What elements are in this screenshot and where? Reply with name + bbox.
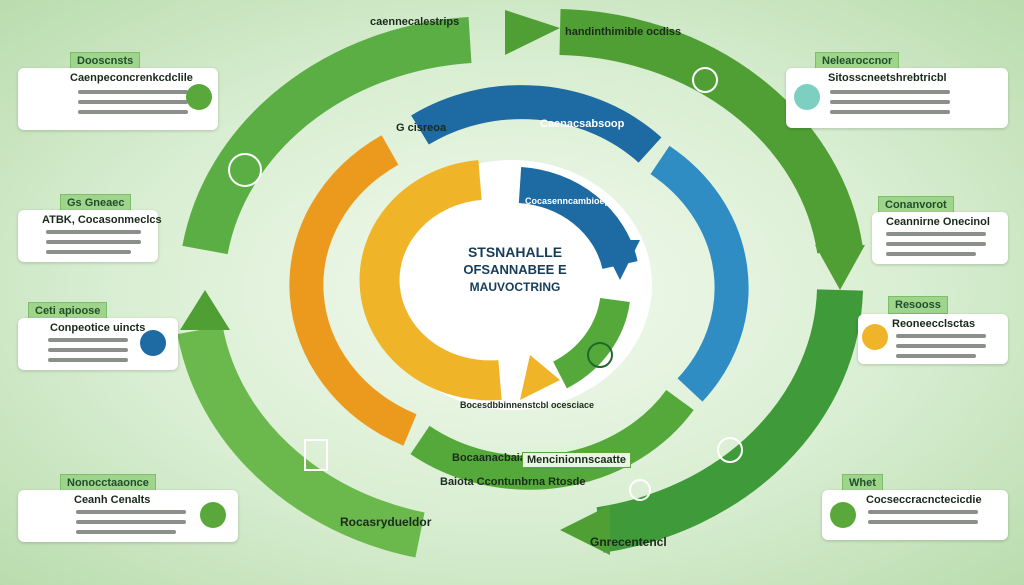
label-top-right: handinthimible ocdiss [565, 26, 682, 38]
inner-arc-yellow [359, 160, 502, 401]
water-drop-icon [794, 84, 820, 110]
label-bottom-left: Rocasrydueldor [340, 515, 432, 529]
label-inner-blue: Cocasenncambioepa [525, 196, 616, 206]
outer-arc-bottom-left [177, 325, 425, 558]
leaf-icon [200, 502, 226, 528]
outer-green-ring [177, 9, 863, 558]
middle-arc-orange-left [289, 135, 417, 446]
center-label-box [450, 240, 580, 310]
arrow-head-right [815, 245, 865, 290]
middle-arc-teal-right [650, 145, 749, 402]
globe-icon [717, 437, 743, 463]
card-text-line [46, 230, 141, 234]
left-card-4: Ceanh Cenalts [18, 490, 238, 542]
middle-arc-blue-top [411, 85, 662, 163]
label-top-left: caennecalestrips [370, 16, 460, 28]
right-card-4-title: Cocseccracnctecicdie [866, 494, 982, 506]
inner-arrow-head-yellow [520, 355, 560, 400]
outer-arc-bottom-right [596, 289, 863, 553]
outer-arc-top-right [559, 9, 863, 254]
card-text-line [896, 344, 986, 348]
label-left-arc: G cisreoa [396, 122, 447, 134]
leaf-icon [830, 502, 856, 528]
ring-icons [228, 67, 743, 501]
left-card-1: Caenpeconcrenkcdclile [18, 68, 218, 130]
outer-arrow-heads [180, 10, 865, 555]
card-text-line [78, 100, 188, 104]
leaf-icon [692, 67, 718, 93]
card-text-line [78, 110, 188, 114]
right-card-2-head: Conanvorot [878, 196, 954, 214]
right-card-2-title: Ceannirne Onecinol [886, 216, 990, 228]
right-card-3-head: Resooss [888, 296, 948, 314]
left-card-2-head: Gs Gneaec [60, 194, 132, 212]
arrow-head-left [180, 290, 230, 330]
label-bottom-box: Mencinionnscaatte [522, 452, 632, 468]
middle-ring [289, 85, 749, 490]
right-card-3-title: Reoneecclsctas [892, 318, 976, 330]
left-card-1-head: Dooscnsts [70, 52, 141, 70]
arrow-head-bottom [560, 505, 610, 555]
card-text-line [886, 242, 986, 246]
left-card-3-title: Conpeotice uincts [50, 322, 146, 334]
card-text-line [76, 510, 186, 514]
arrow-head-top [505, 10, 560, 55]
left-card-2: ATBK, Cocasonmeclcs [18, 210, 162, 262]
card-text-line [48, 338, 128, 342]
card-text-line [76, 520, 186, 524]
right-card-1-title: Sitosscneetshrebtricbl [828, 72, 947, 84]
gear-icon [587, 342, 613, 368]
card-text-line [896, 354, 976, 358]
label-bottom-mid: Bocaanacbaia [452, 452, 526, 464]
label-inner-bottom: Bocesdbbinnenstcbl ocesciace [460, 400, 595, 410]
recycle-icon [228, 153, 262, 187]
inner-arrow-head-blue [600, 240, 640, 280]
leaf-icon [186, 84, 212, 110]
left-card-1-title: Caenpeconcrenkcdclile [70, 72, 193, 84]
label-blue-arc: Caenacsabsoop [540, 118, 625, 130]
card-text-line [78, 90, 188, 94]
water-drop-icon [629, 479, 651, 501]
center-title-line2: OFSANNABEE E [463, 262, 567, 277]
card-text-line [868, 520, 978, 524]
right-card-3: Reoneecclsctas [858, 314, 1008, 364]
outer-arc-top-left [182, 17, 472, 255]
left-card-2-title: ATBK, Cocasonmeclcs [42, 214, 162, 226]
factory-icon [304, 439, 328, 471]
card-text-line [46, 240, 141, 244]
left-card-3-head: Ceti apioose [28, 302, 108, 320]
card-text-line [896, 334, 986, 338]
globe-icon [140, 330, 166, 356]
gear-icon [862, 324, 888, 350]
middle-arc-green-bottom [410, 389, 694, 490]
right-card-4-head: Whet [842, 474, 883, 492]
card-text-line [830, 100, 950, 104]
right-card-1: Sitosscneetshrebtricbl [786, 68, 1008, 128]
card-text-line [48, 348, 128, 352]
label-bottom-caption: Baiota Ccontunbrna Rtosde [440, 476, 586, 488]
card-text-line [886, 232, 986, 236]
card-text-line [48, 358, 128, 362]
label-bottom-right: Gnrecentencl [590, 535, 667, 549]
center-title-line3: MAUVOCTRING [469, 280, 561, 294]
right-card-4: Cocseccracnctecicdie [822, 490, 1008, 540]
right-card-2: Ceannirne Onecinol [872, 212, 1008, 264]
card-text-line [868, 510, 978, 514]
card-text-line [46, 250, 131, 254]
left-card-4-title: Ceanh Cenalts [74, 494, 151, 506]
left-card-3: Conpeotice uincts [18, 318, 178, 370]
card-text-line [830, 90, 950, 94]
card-text-line [76, 530, 176, 534]
card-text-line [830, 110, 950, 114]
center-title-line1: STSNAHALLE [467, 244, 563, 260]
card-text-line [886, 252, 976, 256]
